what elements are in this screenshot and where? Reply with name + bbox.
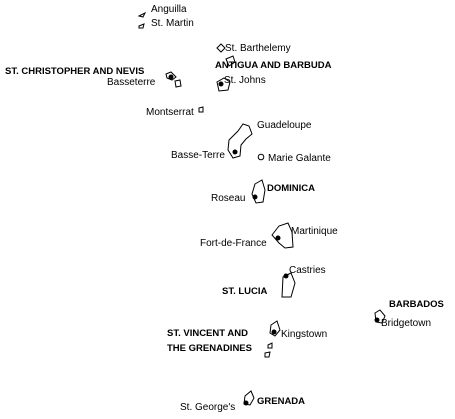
- capital-bridgetown: [374, 317, 380, 323]
- label-st-georges: St. George's: [180, 402, 236, 413]
- label-marie-galante: Marie Galante: [268, 153, 331, 164]
- label-roseau: Roseau: [211, 193, 246, 204]
- capital-roseau: [252, 194, 258, 200]
- label-st-vincent-line1: ST. VINCENT AND: [167, 328, 248, 339]
- label-bridgetown: Bridgetown: [381, 318, 432, 329]
- capital-castries: [283, 273, 289, 279]
- label-guadeloupe: Guadeloupe: [257, 120, 312, 131]
- island-st-martin: [138, 23, 145, 29]
- label-basse-terre: Basse-Terre: [171, 150, 225, 161]
- label-barbados: BARBADOS: [389, 299, 444, 310]
- label-dominica: DOMINICA: [267, 183, 316, 194]
- island-dominica: [251, 179, 266, 204]
- island-st-lucia: [281, 272, 296, 298]
- label-grenada: GRENADA: [257, 396, 306, 407]
- island-antigua: [216, 77, 231, 92]
- label-montserrat: Montserrat: [146, 107, 194, 118]
- island-anguilla: [137, 11, 147, 18]
- label-anguilla: Anguilla: [151, 4, 187, 15]
- label-st-martin: St. Martin: [151, 18, 194, 29]
- island-mustique: [264, 351, 271, 358]
- island-barbuda: [225, 55, 236, 67]
- capital-kingstown: [271, 329, 277, 335]
- capital-st-georges: [243, 400, 249, 406]
- island-st-barthelemy: [216, 43, 226, 53]
- label-st-johns: St. Johns: [224, 75, 266, 86]
- label-castries: Castries: [289, 265, 326, 276]
- label-st-vincent-line2: THE GRENADINES: [167, 343, 252, 354]
- island-martinique: [271, 222, 294, 249]
- island-montserrat: [198, 106, 204, 113]
- capital-basseterre: [168, 74, 174, 80]
- island-bequia: [267, 342, 273, 349]
- capital-fort-de-france: [275, 235, 281, 241]
- label-fort-de-france: Fort-de-France: [200, 238, 267, 249]
- label-kingstown: Kingstown: [281, 329, 328, 340]
- island-marie-galante: [257, 153, 265, 161]
- label-antigua-and-barbuda: ANTIGUA AND BARBUDA: [215, 60, 332, 71]
- label-st-christopher-and-nevis: ST. CHRISTOPHER AND NEVIS: [5, 66, 145, 77]
- capital-st-johns: [218, 81, 224, 87]
- label-martinique: Martinique: [291, 226, 338, 237]
- label-st-lucia: ST. LUCIA: [222, 286, 268, 297]
- island-guadeloupe: [227, 123, 253, 159]
- label-st-barthelemy: St. Barthelemy: [225, 43, 291, 54]
- capital-basse-terre: [232, 149, 238, 155]
- label-basseterre: Basseterre: [107, 77, 156, 88]
- island-nevis: [174, 79, 182, 88]
